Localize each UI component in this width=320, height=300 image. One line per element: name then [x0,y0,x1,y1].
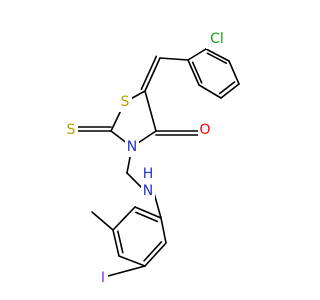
iodine-label: I [101,270,105,286]
thione-sulfur-label: S [67,122,76,138]
bond-4 [198,84,222,99]
atom-s-thione: S [64,120,78,140]
ring-sulfur-label: S [121,94,130,110]
bond-13 [144,90,157,132]
molecule-structure: Cl S S N O H N I [64,29,240,288]
bond-26 [107,265,146,277]
bond-25 [91,211,114,231]
carbonyl-oxygen-label: O [199,122,210,138]
bond-1-aromatic [206,52,228,64]
bond-7 [159,57,189,61]
bond-3-aromatic [218,81,236,95]
bond-23 [160,217,167,244]
bond-17 [126,172,144,190]
bond-24 [134,206,162,219]
atom-n-ring: N [125,137,139,157]
atom-o-carbonyl: O [198,120,213,140]
bond-8 [144,57,161,92]
atom-nh: H N [141,166,155,201]
bond-20 [112,229,120,257]
bond-5-aromatic [191,61,203,84]
bond-1 [205,48,230,62]
bond-24-aromatic [135,211,159,223]
bond-19 [112,206,136,231]
bond-0 [187,48,207,61]
bond-20-aromatic [117,230,124,254]
bond-2 [228,60,240,85]
bond-21 [118,255,146,267]
atom-s-ring: S [118,92,132,112]
bond-layer [75,39,240,277]
bond-8-double [140,55,158,91]
atom-iodine: I [98,268,108,288]
amine-hydrogen-label: H [143,166,154,182]
bond-5 [187,59,200,86]
bond-18 [153,192,162,219]
atom-cl: Cl [206,29,228,49]
chlorine-label: Cl [210,31,224,47]
bond-3 [220,83,240,99]
amine-nitrogen-label: N [143,183,153,199]
bond-22-aromatic [143,241,163,262]
bond-22 [144,242,167,267]
ring-nitrogen-label: N [127,139,137,155]
